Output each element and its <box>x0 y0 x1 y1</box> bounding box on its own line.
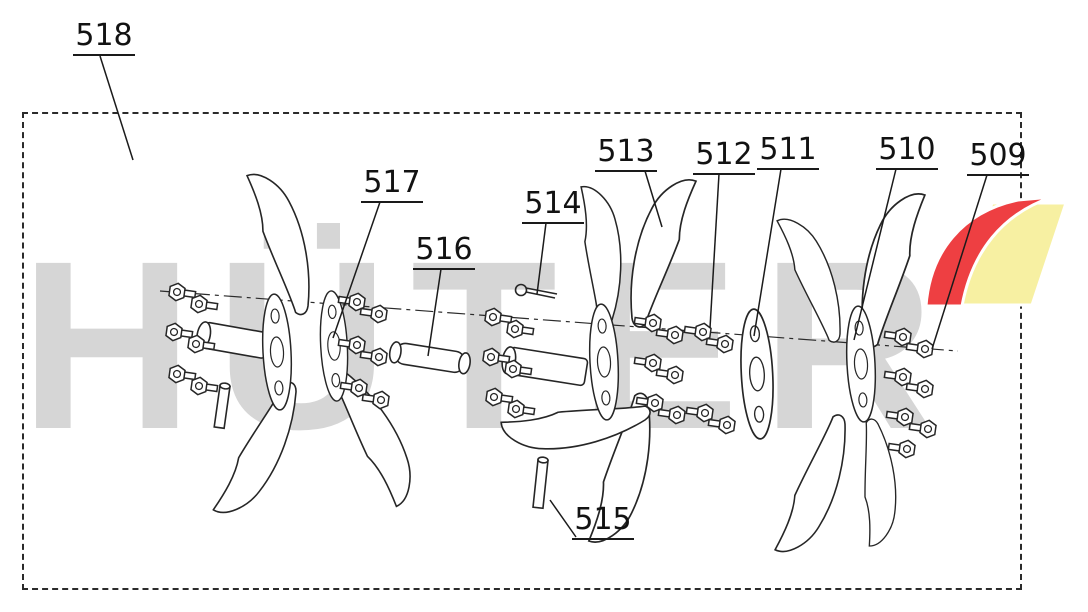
shaft-516 <box>388 341 471 375</box>
leader-line-513 <box>644 170 663 228</box>
leader-line-518 <box>99 55 134 161</box>
part-label-517: 517 <box>361 167 423 203</box>
part-label-511: 511 <box>757 134 819 170</box>
logo-red-shape <box>924 195 1053 308</box>
part-label-518: 518 <box>73 20 135 56</box>
leader-line-516 <box>427 268 442 357</box>
part-label-510: 510 <box>876 134 938 170</box>
leader-line-517 <box>332 201 381 339</box>
huter-watermark: HÜTER <box>20 211 957 479</box>
part-label-513: 513 <box>595 136 657 172</box>
cotter-pin-514 <box>514 283 558 299</box>
leader-line-514 <box>536 222 547 295</box>
part-label-516: 516 <box>413 234 475 270</box>
part-label-514: 514 <box>522 188 584 224</box>
middle-tine-assembly <box>481 174 777 547</box>
leader-line-511 <box>753 168 782 337</box>
leader-line-512 <box>709 173 720 329</box>
assembly-boundary-518 <box>22 112 1022 590</box>
small-pin <box>213 382 231 430</box>
part-label-509: 509 <box>967 140 1029 176</box>
part-label-515: 515 <box>572 504 634 540</box>
leader-line-510 <box>853 168 897 341</box>
left-tine-assembly <box>164 168 471 526</box>
leader-line-515 <box>549 499 577 538</box>
pin-515 <box>532 456 549 510</box>
leader-line-509 <box>931 174 988 350</box>
part-label-512: 512 <box>693 139 755 175</box>
